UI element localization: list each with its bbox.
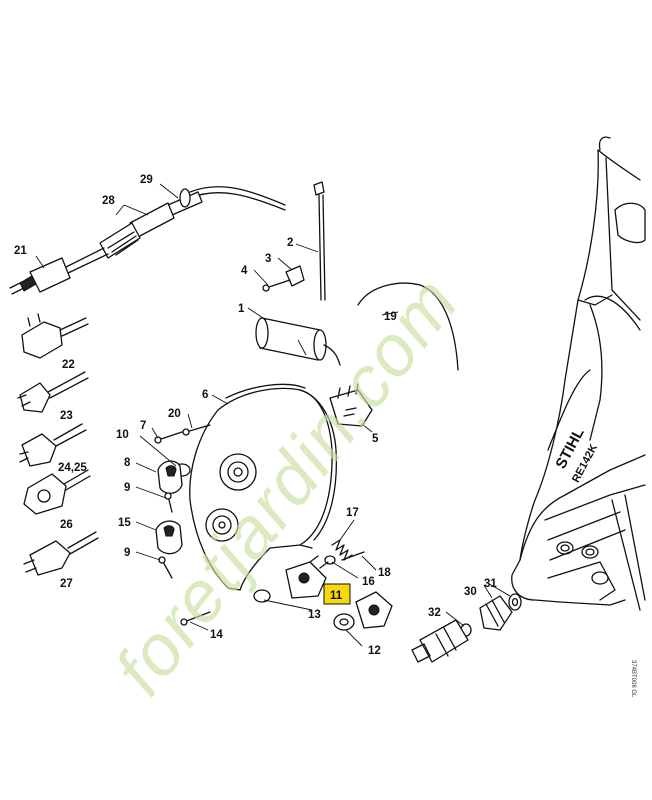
- part-number-15[interactable]: 15: [118, 517, 131, 529]
- motor-cover-6: [189, 383, 338, 591]
- spring-17: [331, 539, 353, 561]
- switch-5: [329, 383, 373, 427]
- screw-4: [262, 279, 291, 292]
- cable-19: [357, 282, 459, 371]
- knob-8: [157, 460, 183, 494]
- part-number-29[interactable]: 29: [140, 174, 153, 186]
- pin-18: [341, 551, 365, 561]
- plug-23: [17, 371, 89, 413]
- part-number-12[interactable]: 12: [368, 645, 381, 657]
- fitting-30: [479, 595, 513, 631]
- screw-14: [180, 611, 211, 626]
- part-number-24-25[interactable]: 24,25: [58, 462, 87, 474]
- part-number-18[interactable]: 18: [378, 567, 391, 579]
- part-numbers: 1 2 3 4 5 6 7 8 9 9 10 11 12 13 14 15 16…: [14, 174, 497, 657]
- part-number-8[interactable]: 8: [124, 457, 131, 469]
- part-number-5[interactable]: 5: [372, 433, 379, 445]
- plug-27: [23, 531, 99, 576]
- part-number-1[interactable]: 1: [238, 303, 245, 315]
- part-number-17[interactable]: 17: [346, 507, 359, 519]
- part-number-28[interactable]: 28: [102, 195, 115, 207]
- knob-15: [155, 520, 183, 555]
- screw-9b: [158, 556, 173, 579]
- plug-22: [21, 313, 89, 359]
- part-number-9a[interactable]: 9: [124, 482, 130, 494]
- valve-body: [355, 591, 393, 629]
- part-number-14[interactable]: 14: [210, 629, 223, 641]
- part-number-13[interactable]: 13: [308, 609, 321, 621]
- plug-26: [23, 469, 91, 515]
- part-number-3[interactable]: 3: [265, 253, 271, 265]
- part-number-32[interactable]: 32: [428, 607, 441, 619]
- screw-20: [182, 424, 211, 436]
- part-number-19[interactable]: 19: [384, 311, 397, 323]
- part-number-9b[interactable]: 9: [124, 547, 130, 559]
- part-number-21[interactable]: 21: [14, 245, 27, 257]
- leader-lines: [35, 183, 511, 647]
- part-number-22[interactable]: 22: [62, 359, 75, 371]
- part-number-26[interactable]: 26: [60, 519, 73, 531]
- washer-12: [333, 613, 355, 631]
- pressure-washer-body: [511, 136, 646, 611]
- part-number-27[interactable]: 27: [60, 578, 73, 590]
- oring-13: [253, 589, 271, 603]
- washer-31: [508, 593, 522, 611]
- plug-24-25: [19, 423, 87, 467]
- highlight-box-11: [323, 583, 351, 605]
- screw-7: [154, 431, 183, 444]
- part-number-4[interactable]: 4: [241, 265, 248, 277]
- bracket-3: [285, 265, 305, 287]
- valve-11: [285, 555, 329, 599]
- part-number-10[interactable]: 10: [116, 429, 129, 441]
- part-number-30[interactable]: 30: [464, 586, 477, 598]
- drawing-code: 374BT008 GL: [630, 660, 636, 698]
- part-number-16[interactable]: 16: [362, 576, 375, 588]
- power-cord-assembly: [9, 186, 286, 295]
- part-number-2[interactable]: 2: [287, 237, 293, 249]
- cable-tie-2: [313, 181, 326, 301]
- part-number-11[interactable]: 11: [330, 590, 343, 602]
- screw-9a: [164, 492, 173, 513]
- part-number-6[interactable]: 6: [202, 389, 208, 401]
- part-number-20[interactable]: 20: [168, 408, 181, 420]
- part-number-31[interactable]: 31: [484, 578, 497, 590]
- connector-32: [411, 619, 469, 663]
- oring-16: [324, 555, 336, 565]
- capacitor-1: [255, 317, 341, 366]
- part-number-23[interactable]: 23: [60, 410, 73, 422]
- part-number-7[interactable]: 7: [140, 420, 146, 432]
